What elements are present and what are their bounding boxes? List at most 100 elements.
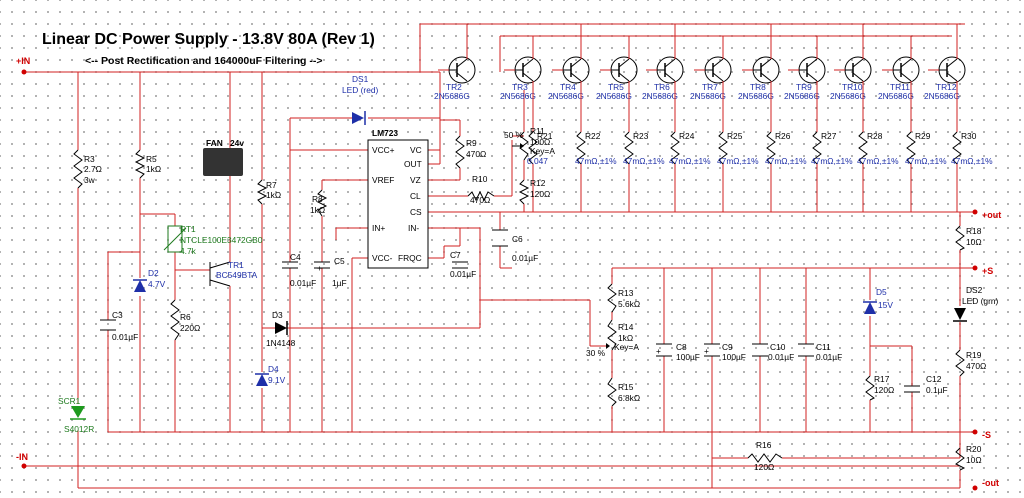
capacitor-c11: C11 0.01µF: [798, 342, 842, 362]
resistor-r20: R20 10Ω: [955, 444, 982, 471]
emitter-resistor-array: R210.047R2247mΩ,±1%R2347mΩ,±1%R2447mΩ,±1…: [527, 81, 993, 212]
svg-text:120Ω: 120Ω: [754, 462, 774, 472]
resistor-value: 47mΩ,±1%: [811, 156, 853, 166]
svg-text:470Ω: 470Ω: [466, 149, 486, 159]
transistor-part: 2N5686G: [642, 91, 678, 101]
svg-text:+: +: [317, 263, 322, 273]
svg-text:0.01µF: 0.01µF: [768, 352, 794, 362]
svg-text:120Ω: 120Ω: [530, 189, 550, 199]
svg-text:C3: C3: [112, 310, 123, 320]
svg-text:30 %: 30 %: [586, 348, 606, 358]
svg-text:+: +: [656, 346, 661, 356]
resistor-r15: R15 6.8kΩ: [607, 377, 640, 407]
svg-text:4.7k: 4.7k: [180, 246, 197, 256]
svg-text:LED (grn): LED (grn): [962, 296, 999, 306]
sense-pos-label: +S: [982, 266, 993, 276]
svg-text:1kΩ: 1kΩ: [146, 164, 161, 174]
svg-text:1N4148: 1N4148: [266, 338, 296, 348]
transistor-part: 2N5686G: [830, 91, 866, 101]
svg-text:CL: CL: [410, 191, 421, 201]
svg-text:C7: C7: [450, 250, 461, 260]
svg-text:R20: R20: [966, 444, 982, 454]
svg-text:R15: R15: [618, 382, 634, 392]
led-ds2: DS2 LED (grn): [953, 285, 999, 322]
transistor-tr1: TR1 BC549BTA: [209, 260, 258, 287]
transistor-part: 2N5686G: [878, 91, 914, 101]
transistor-ref: TR4: [560, 82, 576, 92]
led-ds1: DS1 LED (red): [342, 74, 379, 125]
transistor-ref: TR10: [842, 82, 863, 92]
svg-text:1µF: 1µF: [332, 278, 347, 288]
svg-text:C11: C11: [816, 342, 831, 352]
transistor-part: 2N5686G: [784, 91, 820, 101]
svg-text:1kΩ: 1kΩ: [266, 190, 281, 200]
svg-text:C6: C6: [512, 234, 523, 244]
capacitor-c5: + C5 1µF: [314, 256, 347, 288]
potentiometer-r11: 50 % R11 100Ω Key=A: [504, 126, 555, 161]
svg-text:LED (red): LED (red): [342, 85, 379, 95]
resistor-r8: R8 1kΩ: [310, 189, 328, 217]
svg-text:R9: R9: [466, 138, 477, 148]
svg-text:R19: R19: [966, 350, 982, 360]
svg-text:FRQC: FRQC: [398, 253, 422, 263]
svg-text:1kΩ: 1kΩ: [618, 333, 633, 343]
svg-text:10Ω: 10Ω: [966, 237, 982, 247]
capacitor-c4: C4 0.01µF: [282, 252, 316, 288]
svg-text:100Ω: 100Ω: [530, 137, 550, 147]
capacitor-c12: C12 0.1µF: [904, 374, 948, 395]
pass-transistor-array: TR22N5686GTR32N5686GTR42N5686GTR52N5686G…: [434, 24, 966, 101]
resistor-value: 47mΩ,±1%: [575, 156, 617, 166]
out-pos-label: +out: [982, 210, 1001, 220]
in-neg-terminal: [21, 463, 27, 469]
svg-text:R8: R8: [312, 194, 323, 204]
svg-text:R11: R11: [530, 126, 545, 136]
transistor-part: 2N5686G: [500, 91, 536, 101]
resistor-value: 47mΩ,±1%: [717, 156, 759, 166]
svg-text:S4012R: S4012R: [64, 424, 94, 434]
transistor-ref: TR3: [512, 82, 528, 92]
svg-text:RT1: RT1: [180, 224, 196, 234]
resistor-r7: R7 1kΩ: [256, 179, 281, 205]
resistor-value: 47mΩ,±1%: [623, 156, 665, 166]
svg-text:2.7Ω: 2.7Ω: [84, 164, 102, 174]
capacitor-c9: + C9 100µF: [704, 342, 746, 362]
capacitor-c8: + C8 100µF: [656, 342, 700, 362]
svg-text:R5: R5: [146, 154, 157, 164]
svg-text:6.8kΩ: 6.8kΩ: [618, 393, 640, 403]
in-neg-label: -IN: [16, 452, 28, 462]
resistor-r21: R21 0.047: [527, 81, 553, 212]
resistor-r16: R16 120Ω: [747, 440, 783, 472]
in-pos-label: +IN: [16, 56, 30, 66]
transistor-ref: TR11: [890, 82, 910, 92]
svg-text:100µF: 100µF: [722, 352, 746, 362]
fan: FAN 24v: [203, 138, 244, 176]
in-pos-terminal: [21, 69, 27, 75]
svg-text:50 %: 50 %: [504, 130, 524, 140]
svg-text:470Ω: 470Ω: [966, 361, 986, 371]
out-neg-label: -out: [982, 478, 999, 488]
svg-text:SCR1: SCR1: [58, 396, 81, 406]
capacitor-c7: C7 0.01µF: [450, 250, 476, 279]
svg-text:DS2: DS2: [966, 285, 983, 295]
ic-lm723: LM723 VCC+ VREF IN+ VCC- VC OUT VZ CL CS…: [367, 128, 429, 269]
svg-text:C10: C10: [770, 342, 786, 352]
svg-text:100µF: 100µF: [676, 352, 700, 362]
svg-text:R10: R10: [472, 174, 488, 184]
resistor-value: 0.047: [527, 156, 548, 166]
svg-text:0.01µF: 0.01µF: [512, 253, 538, 263]
resistor-ref: R25: [727, 131, 743, 141]
resistor-ref: R21: [537, 131, 553, 141]
transistor-ref: TR8: [750, 82, 766, 92]
svg-text:5.6kΩ: 5.6kΩ: [618, 299, 640, 309]
resistor-ref: R26: [775, 131, 791, 141]
